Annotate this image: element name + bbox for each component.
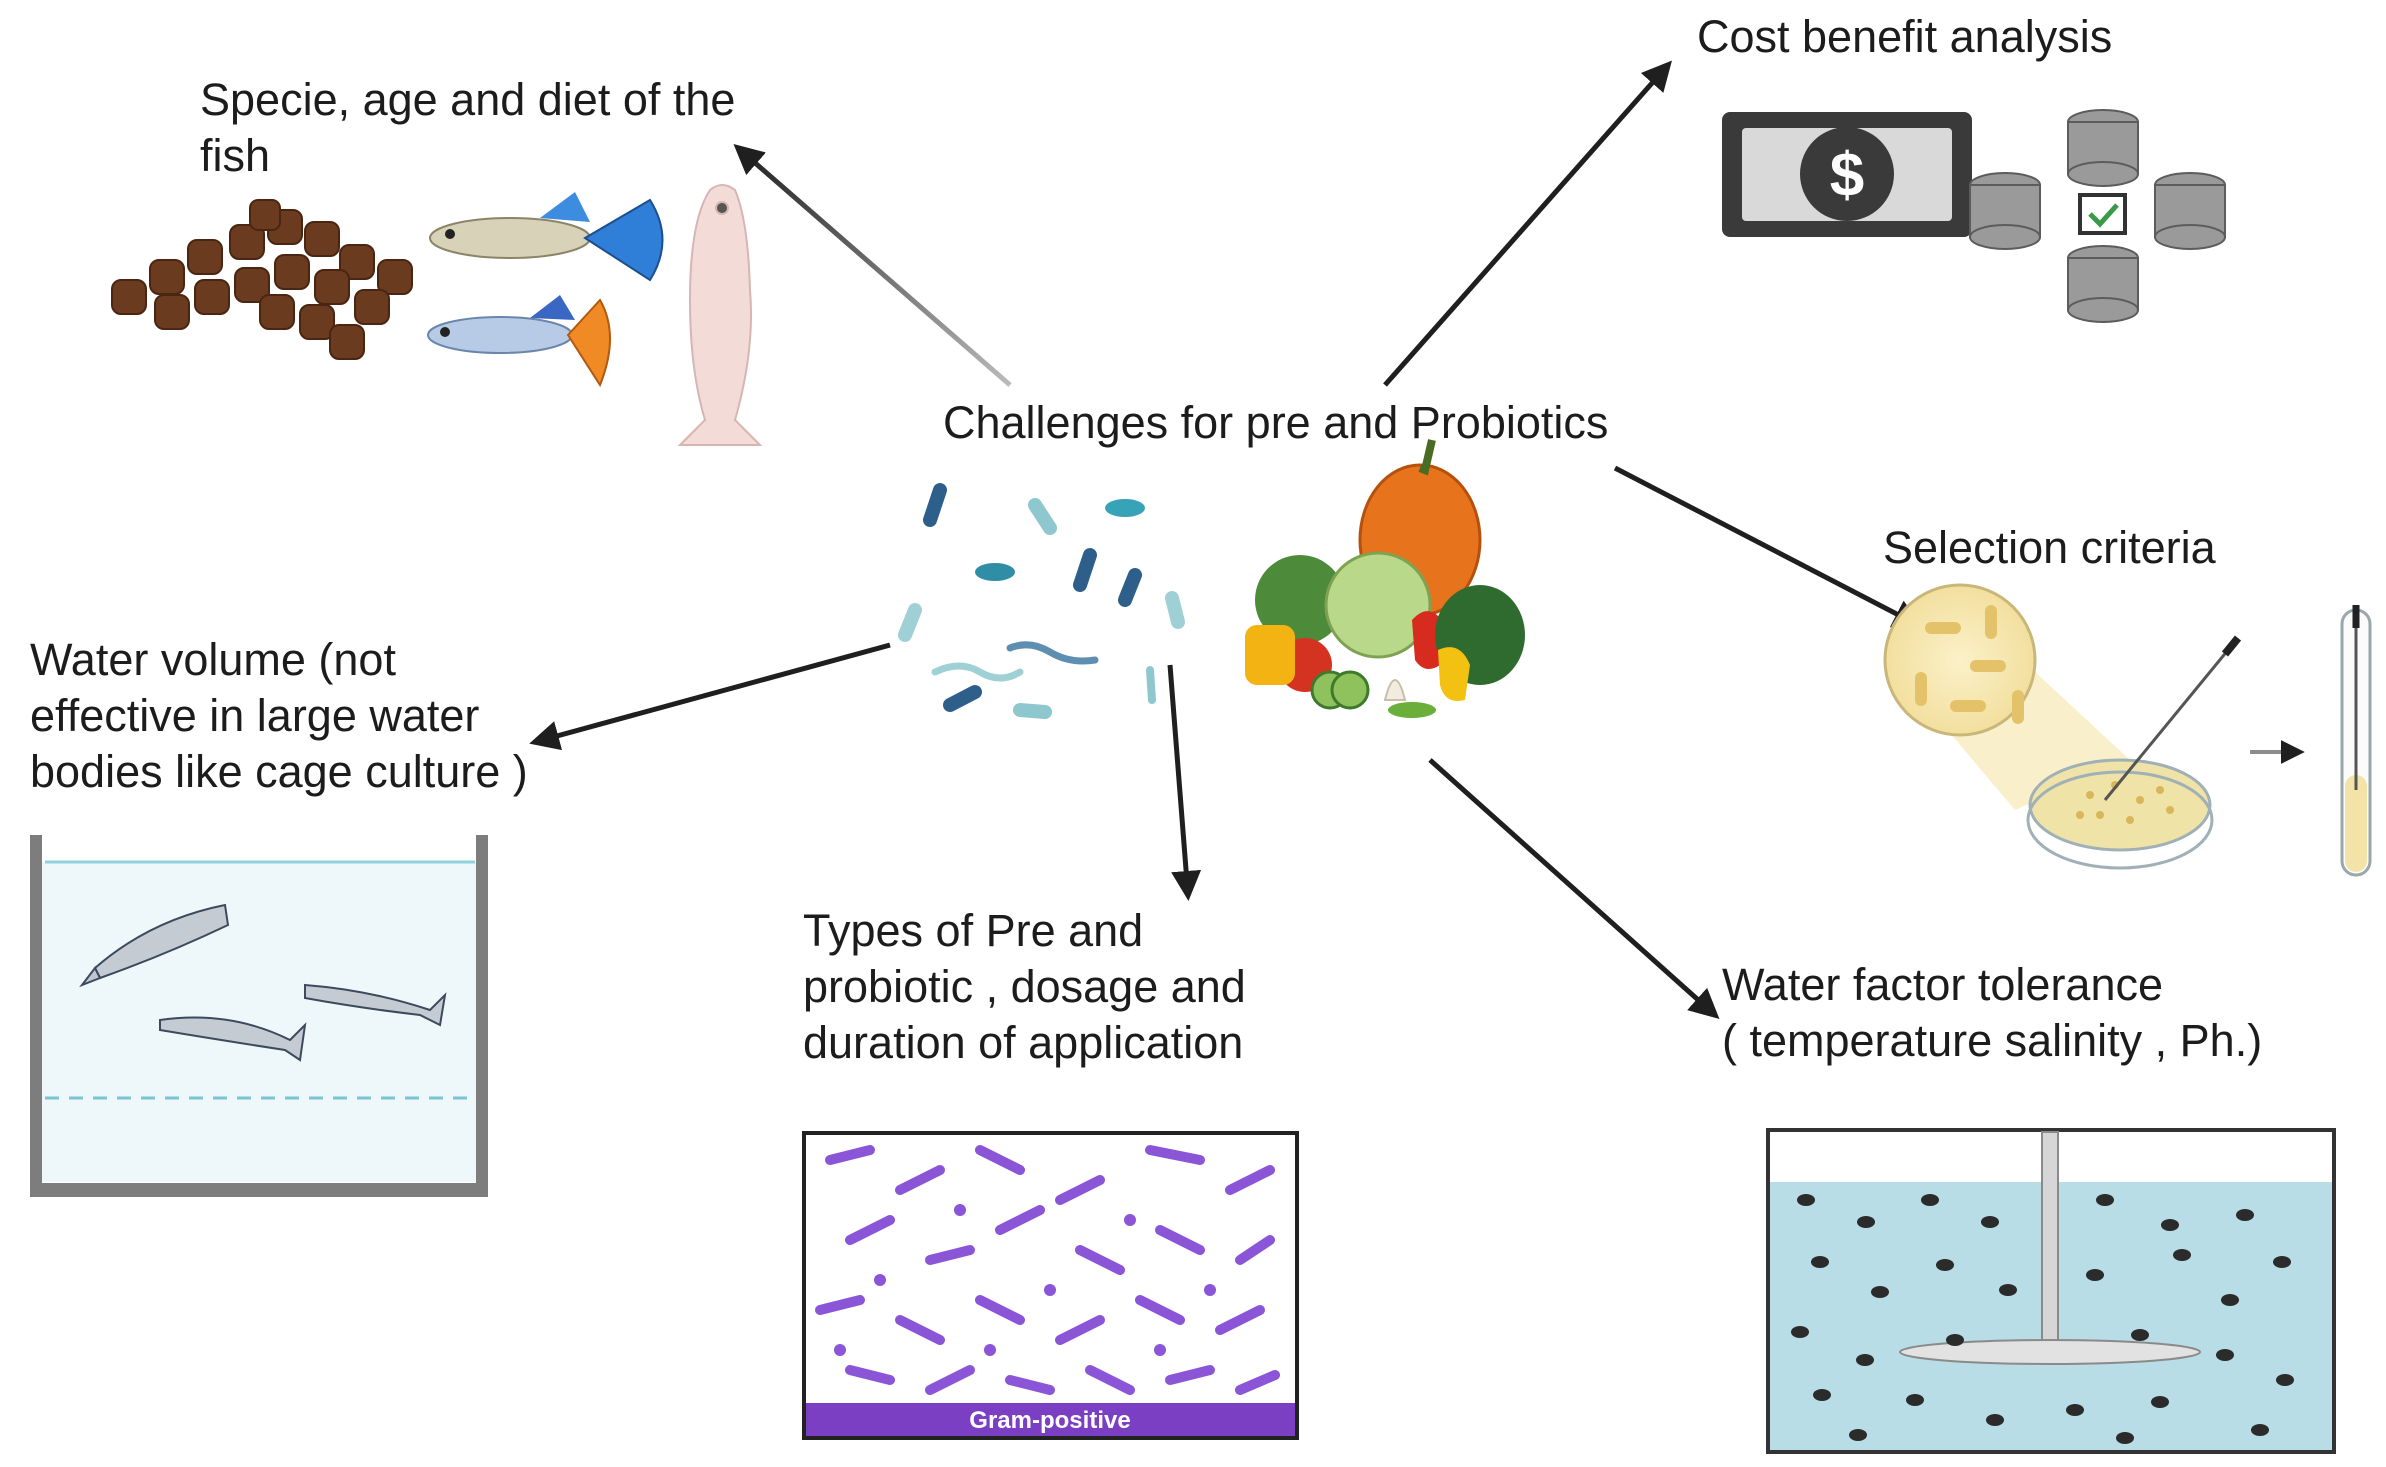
zebrafish-icon [79, 903, 447, 1062]
center-title: Challenges for pre and Probiotics [943, 397, 1609, 448]
guppy-fish-icon [427, 192, 664, 388]
arrow-to-selection [1613, 465, 1924, 628]
fish-tank-icon [30, 835, 488, 1197]
arrow-to-species [733, 144, 1012, 387]
feed-pellets-icon [111, 199, 413, 360]
label-cost-benefit: Cost benefit analysis [1697, 11, 2113, 62]
arrow-to-water-volume [529, 642, 891, 751]
database-network-icon [1969, 109, 2226, 323]
arrows [529, 60, 1924, 1020]
label-water-volume: Water volume (not effective in large wat… [30, 634, 528, 797]
fish-larva-icon [677, 184, 763, 446]
gram-positive-label: Gram-positive [969, 1407, 1130, 1434]
vegetables-icon [1245, 439, 1525, 718]
arrow-to-cost [1383, 60, 1672, 387]
petri-dish-icon [1883, 583, 2242, 870]
label-selection-criteria: Selection criteria [1883, 522, 2216, 573]
dollar-bill-icon: $ [1722, 112, 1972, 237]
arrow-to-water-factor [1428, 758, 1720, 1020]
label-types-dosage: Types of Pre and probiotic , dosage and … [803, 905, 1246, 1068]
label-species-age-diet: Specie, age and diet of the fish [200, 74, 736, 181]
bacteria-cluster-icon [898, 483, 1185, 719]
svg-text:$: $ [1830, 141, 1864, 210]
gram-positive-slide: Gram-positive [802, 1131, 1299, 1440]
arrow-to-types [1167, 664, 1202, 901]
mixing-tank-icon [1766, 1128, 2336, 1454]
test-tube-icon [2340, 605, 2372, 877]
label-water-factor: Water factor tolerance ( temperature sal… [1722, 959, 2263, 1066]
purple-bacteria-icon [815, 1145, 1280, 1395]
